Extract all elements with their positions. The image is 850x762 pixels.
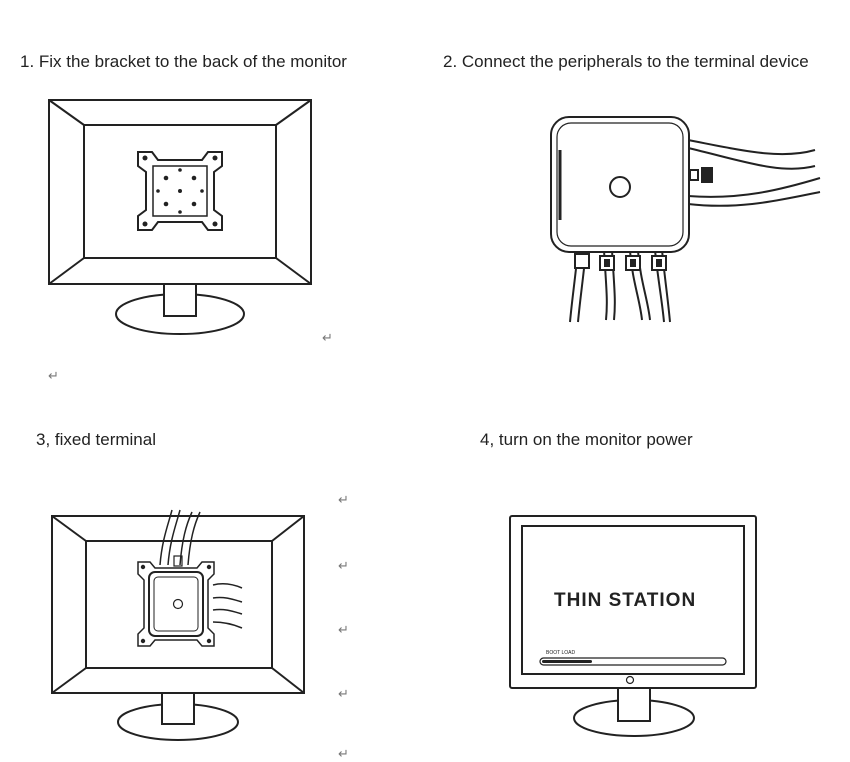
return-mark: ↵	[338, 622, 349, 637]
screen-brand-text: THIN STATION	[554, 590, 697, 611]
return-mark: ↵	[322, 330, 333, 345]
step-2-title: 2. Connect the peripherals to the termin…	[443, 52, 809, 71]
return-mark: ↵	[338, 492, 349, 507]
boot-progress-label: BOOT LOAD	[546, 650, 576, 656]
step-1-title: 1. Fix the bracket to the back of the mo…	[20, 52, 347, 71]
step-4-title: 4, turn on the monitor power	[480, 430, 693, 449]
step-3-title: 3, fixed terminal	[36, 430, 156, 449]
return-mark: ↵	[338, 686, 349, 701]
return-mark: ↵	[338, 746, 349, 761]
return-mark: ↵	[338, 558, 349, 573]
return-mark: ↵	[48, 368, 59, 383]
